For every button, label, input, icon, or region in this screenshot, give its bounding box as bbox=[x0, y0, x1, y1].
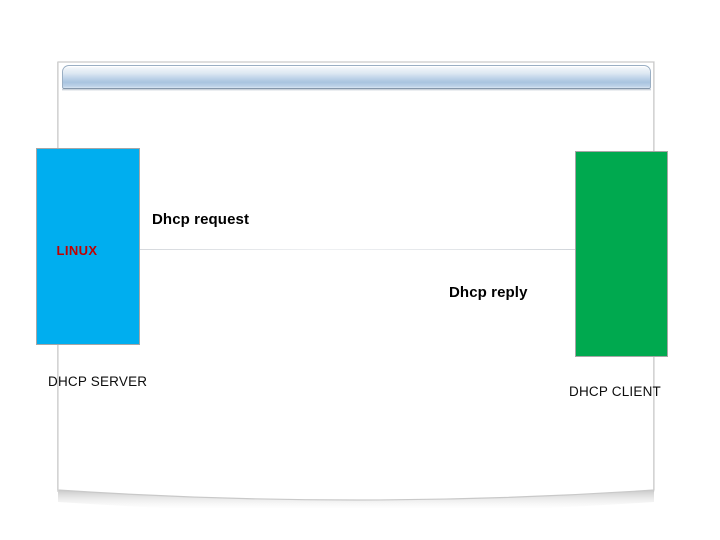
panel-body bbox=[57, 61, 655, 501]
window-title-bar[interactable] bbox=[62, 65, 651, 89]
dhcp-client-caption: DHCP CLIENT bbox=[569, 384, 661, 399]
dhcp-client-node[interactable] bbox=[575, 151, 668, 357]
dhcp-server-node[interactable]: LINUX bbox=[36, 148, 140, 345]
title-bar-underline bbox=[62, 89, 651, 91]
content-panel bbox=[52, 58, 660, 508]
dhcp-request-label: Dhcp request bbox=[152, 211, 250, 228]
content-panel-shape bbox=[57, 61, 655, 508]
dhcp-reply-label: Dhcp reply bbox=[449, 284, 528, 301]
node-connector-line bbox=[136, 249, 580, 250]
linux-label: LINUX bbox=[56, 243, 98, 258]
dhcp-server-caption: DHCP SERVER bbox=[48, 374, 148, 389]
panel-bottom-shadow bbox=[58, 490, 654, 508]
